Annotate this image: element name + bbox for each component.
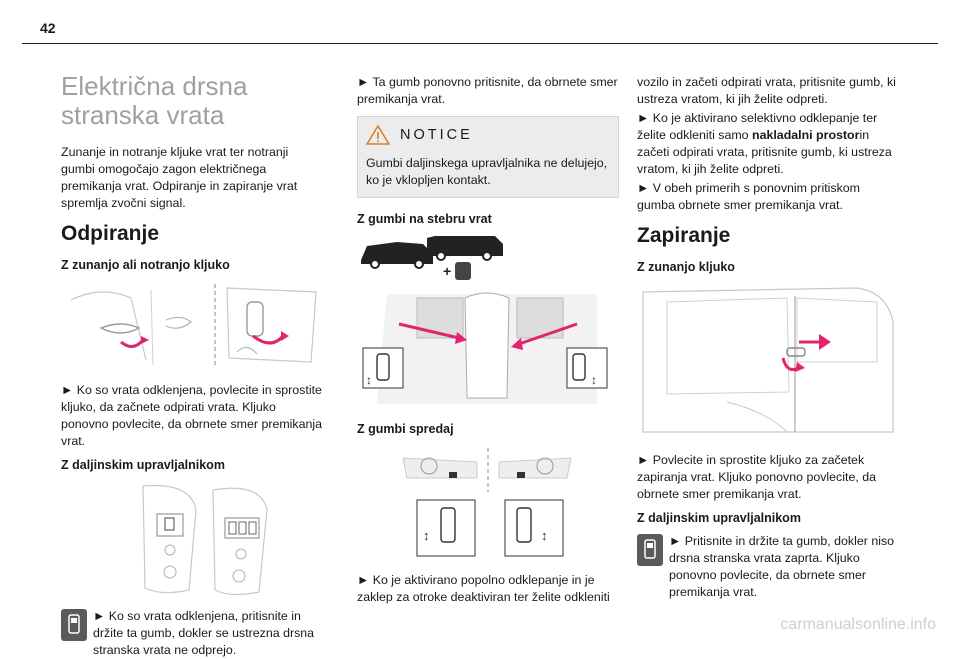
handle-illustration xyxy=(61,280,323,372)
heading-close-handle: Z zunanjo kljuko xyxy=(637,260,735,274)
warning-triangle-icon xyxy=(366,125,390,145)
notice-text: Gumbi daljinskega upravljalnika ne deluj… xyxy=(366,156,608,187)
notice-box: NOTICE Gumbi daljinskega upravljalnika n… xyxy=(357,116,619,198)
van-icon xyxy=(361,236,503,269)
watermark-footer: carmanualsonline.info xyxy=(780,616,936,633)
remote-close-row: ► Pritisnite in držite ta gumb, dokler n… xyxy=(637,533,899,601)
heading-handle: Z zunanjo ali notranjo kljuko xyxy=(61,258,230,272)
pillar-buttons-illustration: + ↕ ↕ xyxy=(357,234,619,408)
door-button-icon xyxy=(637,534,663,566)
front-buttons-illustration: ↕ ↕ xyxy=(357,444,619,562)
remote-open-row: ► Ko so vrata odklenjena, pritisnite in … xyxy=(61,608,323,659)
full-unlock-text: ► Ko je aktivirano popolno odklepanje in… xyxy=(357,573,610,604)
column-3: vozilo in začeti odpirati vrata, pritisn… xyxy=(637,74,899,601)
close-handle-text: ► Povlecite in sprostite kljuko za začet… xyxy=(637,453,877,501)
svg-text:+: + xyxy=(443,263,451,279)
page-number: 42 xyxy=(40,20,56,36)
notice-title: NOTICE xyxy=(400,127,473,143)
heading-pillar: Z gumbi na stebru vrat xyxy=(357,212,492,226)
remote-close-text: ► Pritisnite in držite ta gumb, dokler n… xyxy=(669,534,895,599)
intro-text: Zunanje in notranje kljuke vrat ter notr… xyxy=(61,145,298,210)
child-lock-icon xyxy=(455,262,471,280)
svg-text:↕: ↕ xyxy=(423,528,430,543)
column-1: Električna drsna stranska vrata Zunanje … xyxy=(61,52,323,659)
heading-close-remote: Z daljinskim upravljalnikom xyxy=(637,511,801,525)
svg-text:↕: ↕ xyxy=(366,373,372,387)
svg-text:↕: ↕ xyxy=(541,528,548,543)
svg-text:↕: ↕ xyxy=(591,373,597,387)
remote-illustration xyxy=(61,480,323,598)
remote-open-text: ► Ko so vrata odklenjena, pritisnite in … xyxy=(93,609,315,657)
heading-open: Odpiranje xyxy=(61,222,160,245)
heading-front: Z gumbi spredaj xyxy=(357,422,454,436)
selective-unlock-text: ► Ko je aktivirano selektivno odklepanje… xyxy=(637,111,892,176)
section-title: Električna drsna stranska vrata xyxy=(61,71,248,130)
reverse-text: ► Ta gumb ponovno pritisnite, da obrnete… xyxy=(357,75,618,106)
continued-text: vozilo in začeti odpirati vrata, pritisn… xyxy=(637,75,896,106)
door-button-icon xyxy=(61,609,87,641)
close-handle-illustration xyxy=(637,282,899,442)
both-cases-text: ► V obeh primerih s ponovnim pritiskom g… xyxy=(637,181,860,212)
heading-close: Zapiranje xyxy=(637,224,731,247)
heading-remote: Z daljinskim upravljalnikom xyxy=(61,458,225,472)
handle-text: ► Ko so vrata odklenjena, povlecite in s… xyxy=(61,383,323,448)
column-2: ► Ta gumb ponovno pritisnite, da obrnete… xyxy=(357,74,619,614)
top-rule xyxy=(22,43,938,44)
